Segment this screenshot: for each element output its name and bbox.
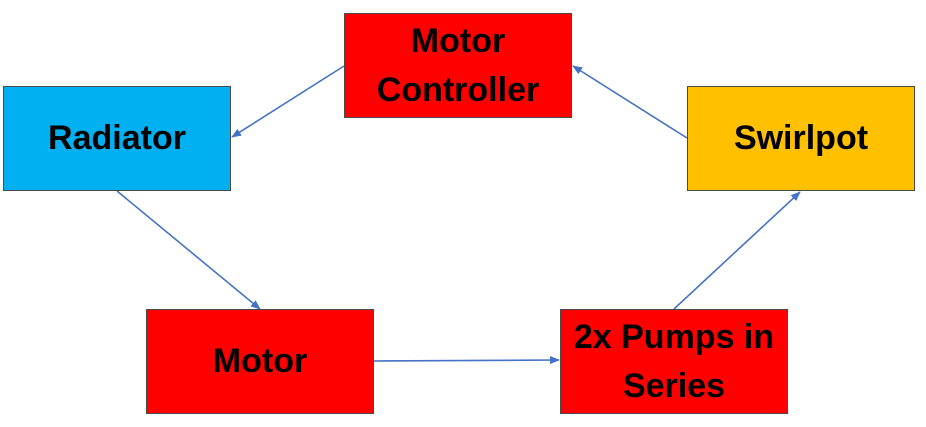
- arrow-radiator-to-motor: [116, 190, 261, 310]
- motor-label: Motor: [212, 342, 308, 381]
- swirlpot-node: Swirlpot: [687, 86, 915, 191]
- arrow-motor-controller-to-radiator: [231, 65, 345, 138]
- swirlpot-label: Swirlpot: [733, 119, 869, 158]
- pumps-label: 2x Pumps in Series: [573, 318, 775, 405]
- arrow-pumps-to-swirlpot: [673, 191, 801, 310]
- arrow-motor-to-pumps: [373, 356, 560, 365]
- motor-controller-node: Motor Controller: [344, 13, 572, 118]
- pumps-node: 2x Pumps in Series: [560, 309, 788, 414]
- motor-controller-label: Motor Controller: [376, 22, 540, 109]
- motor-node: Motor: [146, 309, 374, 414]
- radiator-node: Radiator: [3, 86, 231, 191]
- arrow-swirlpot-to-motor-controller: [572, 65, 688, 139]
- radiator-label: Radiator: [48, 119, 186, 158]
